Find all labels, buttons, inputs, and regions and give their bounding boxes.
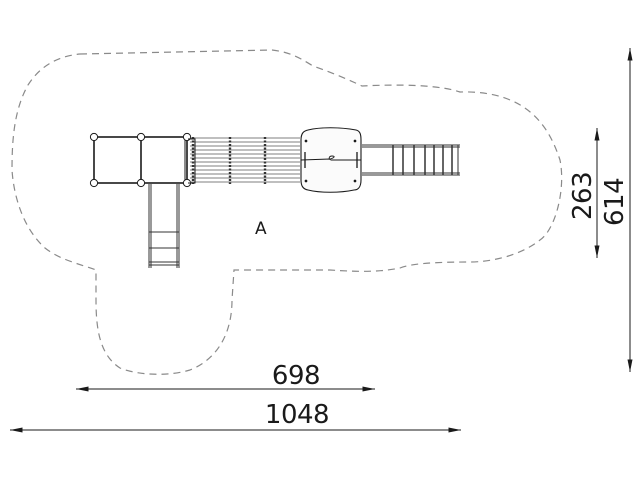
- ladder-left: [148, 184, 180, 268]
- zone-label: A: [255, 219, 267, 239]
- dimension-label-height-total: 614: [600, 177, 630, 226]
- tunnel-rings: [191, 137, 267, 184]
- safety-zone-outline: [11, 49, 563, 375]
- platform-posts: [89, 132, 192, 188]
- dimension-label-height-partial: 263: [568, 171, 598, 220]
- platform-frame: [93, 136, 188, 184]
- dimension-label-width-total: 1048: [264, 400, 330, 430]
- ladder-right: [362, 144, 460, 176]
- dimension-label-width-partial: 698: [271, 361, 321, 391]
- cabin: [300, 127, 362, 193]
- tunnel: [190, 137, 300, 183]
